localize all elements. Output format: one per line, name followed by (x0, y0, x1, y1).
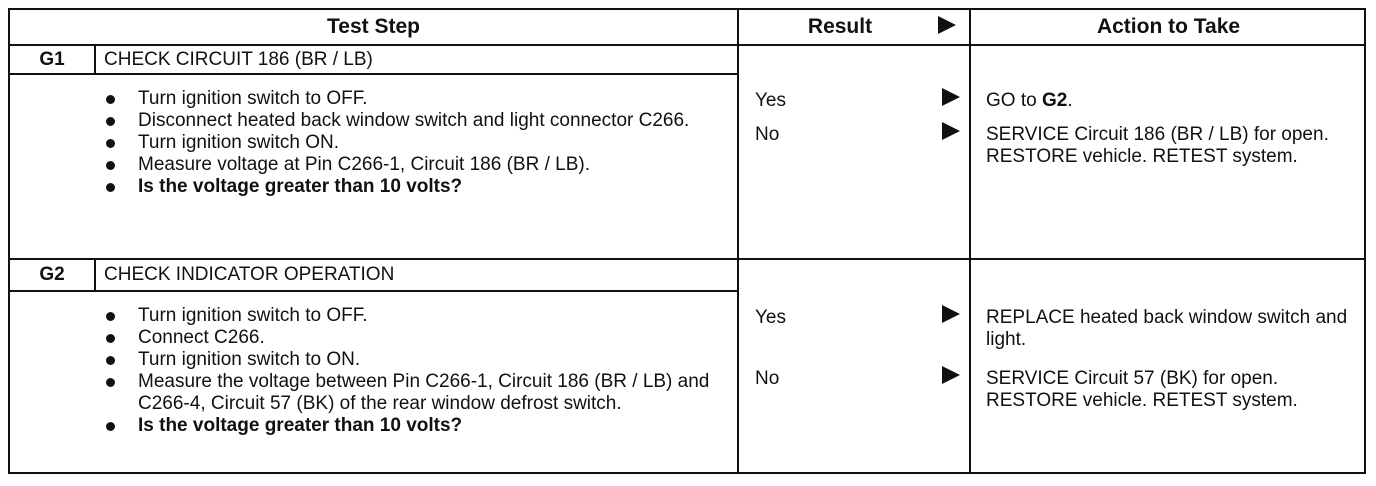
list-item: Turn ignition switch ON. (102, 132, 702, 154)
step-g2-instructions: Turn ignition switch to OFF. Connect C26… (102, 305, 712, 437)
step-title-g2: CHECK INDICATOR OPERATION (104, 264, 395, 285)
arrow-icon (942, 305, 960, 323)
step-title-g1: CHECK CIRCUIT 186 (BR / LB) (104, 49, 373, 70)
action-text: GO to (986, 90, 1042, 111)
list-item: Is the voltage greater than 10 volts? (102, 415, 712, 437)
g2-action-yes: REPLACE heated back window switch and li… (986, 307, 1348, 350)
header-test-step: Test Step (327, 15, 420, 38)
list-item: Turn ignition switch to OFF. (102, 88, 702, 110)
list-item: Measure the voltage between Pin C266-1, … (102, 371, 712, 415)
col-divider-test-result (737, 10, 739, 472)
g2-id-divider (94, 258, 96, 290)
action-suffix: . (1067, 90, 1073, 111)
list-item: Measure voltage at Pin C266-1, Circuit 1… (102, 154, 702, 176)
list-item: Turn ignition switch to OFF. (102, 305, 712, 327)
list-item: Is the voltage greater than 10 volts? (102, 176, 702, 198)
g2-result-no: No (755, 368, 780, 389)
g1-result-no: No (755, 124, 780, 145)
header-divider (10, 44, 1364, 46)
header-arrow-icon (938, 16, 956, 34)
g1-result-yes: Yes (755, 90, 786, 111)
step-g1-instructions: Turn ignition switch to OFF. Disconnect … (102, 88, 702, 198)
g1-action-no: SERVICE Circuit 186 (BR / LB) for open. … (986, 124, 1329, 167)
list-item: Disconnect heated back window switch and… (102, 110, 702, 132)
g1-id-divider (94, 44, 96, 73)
step-id-g2: G2 (39, 264, 65, 285)
list-item: Turn ignition switch to ON. (102, 349, 712, 371)
g1-action-yes: GO to G2. (986, 90, 1356, 112)
g2-action-no: SERVICE Circuit 57 (BK) for open. RESTOR… (986, 368, 1298, 411)
g2-title-divider (10, 290, 739, 292)
header-result: Result (807, 15, 873, 38)
arrow-icon (942, 122, 960, 140)
step-id-g1: G1 (39, 49, 65, 70)
g1-title-divider (10, 73, 739, 75)
col-divider-result-action (969, 10, 971, 472)
list-item: Connect C266. (102, 327, 712, 349)
g2-result-yes: Yes (755, 307, 786, 328)
diagnostic-table: Test Step Result Action to Take G1 CHECK… (8, 8, 1366, 474)
header-action: Action to Take (1096, 15, 1241, 38)
arrow-icon (942, 88, 960, 106)
g1-g2-divider (10, 258, 1364, 260)
arrow-icon (942, 366, 960, 384)
action-bold-text: G2 (1041, 90, 1068, 111)
